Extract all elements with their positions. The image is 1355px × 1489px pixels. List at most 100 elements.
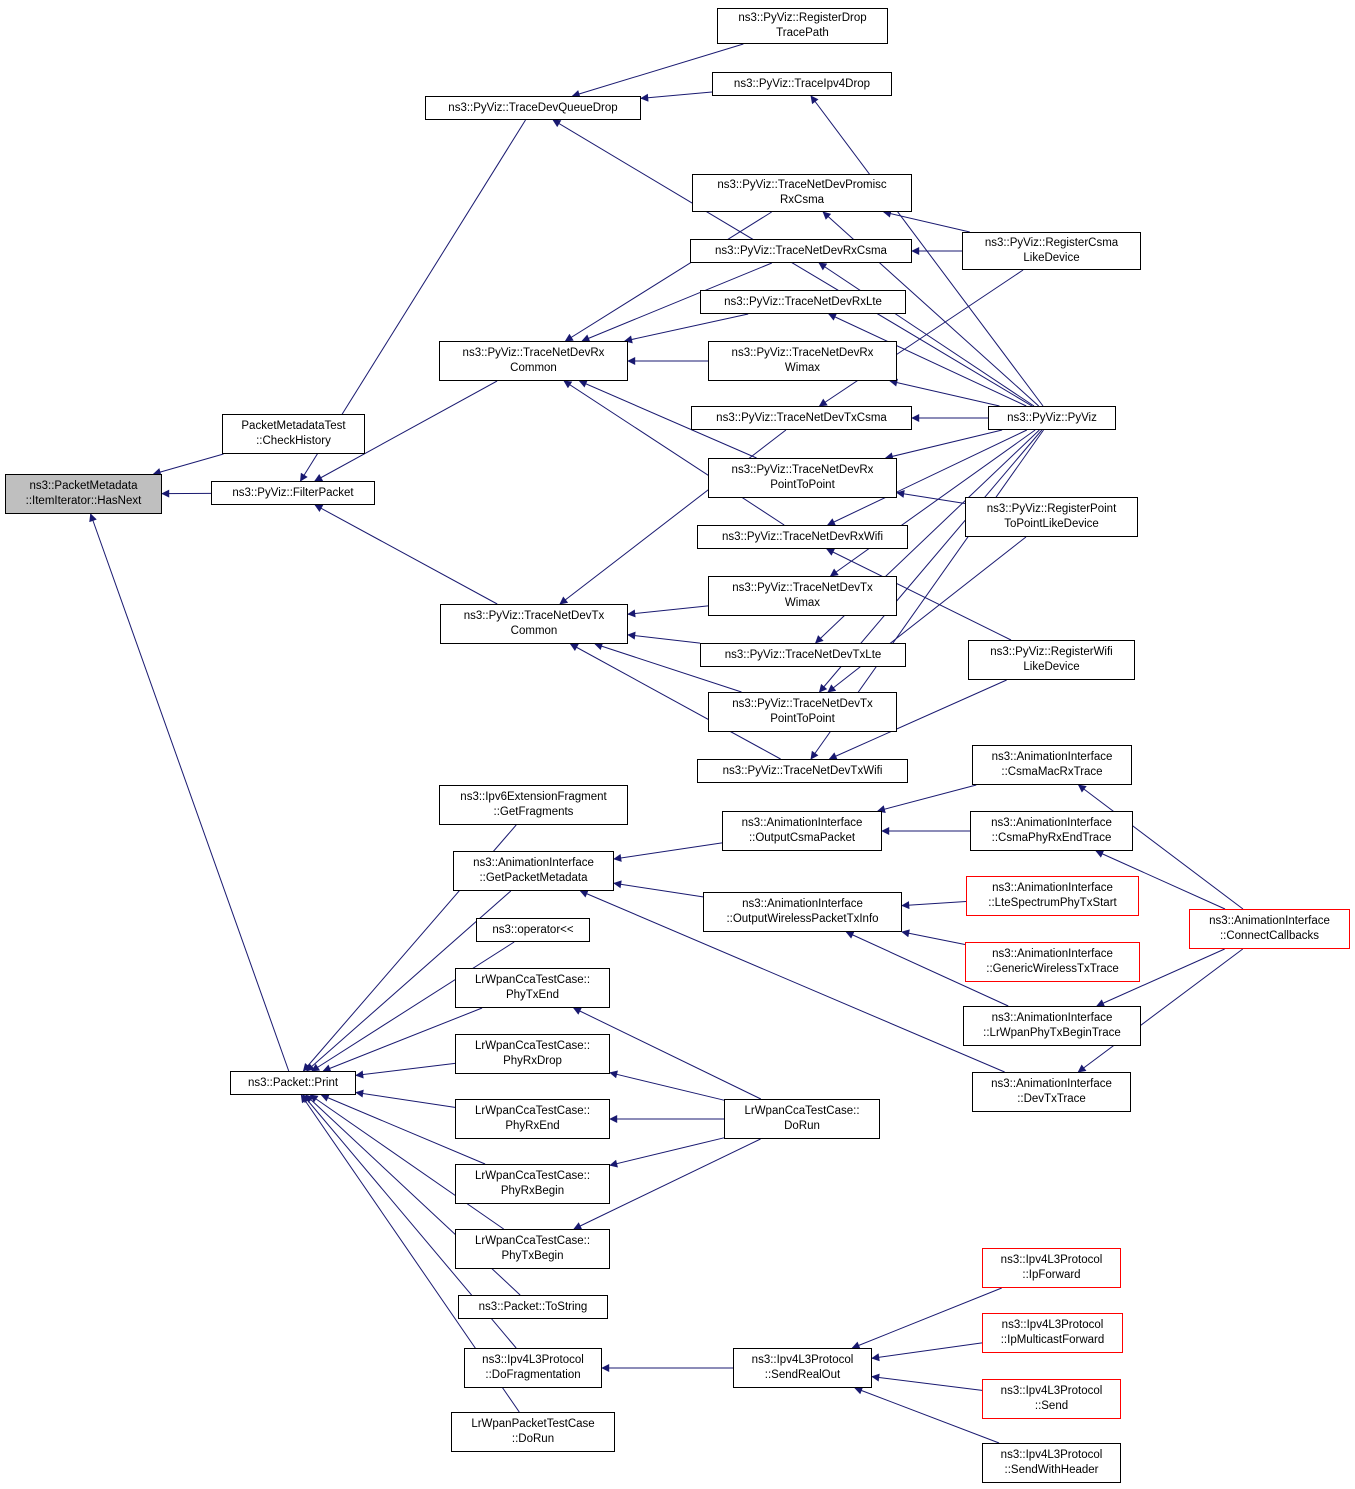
node-aocp[interactable]: ns3::AnimationInterface::OutputCsmaPacke… [722, 811, 882, 851]
edge-rcsma-to-tprc [882, 209, 970, 233]
edge-trxlte-to-rxc [624, 313, 749, 344]
node-ttxlte[interactable]: ns3::PyViz::TraceNetDevTxLte [700, 643, 906, 667]
node-trxcs[interactable]: ns3::PyViz::TraceNetDevRxCsma [690, 239, 912, 263]
node-label-line: ::ItemIterator::HasNext [25, 495, 142, 507]
edge-aowp-to-agpm [613, 880, 704, 898]
node-label-line: ns3::PyViz::RegisterCsma [984, 237, 1119, 249]
node-ttxcs[interactable]: ns3::PyViz::TraceNetDevTxCsma [691, 406, 912, 430]
node-label-line: PointToPoint [770, 479, 835, 491]
edge-isend-to-srout [871, 1373, 983, 1391]
edge-agw-to-aowp [901, 929, 966, 945]
node-aowp[interactable]: ns3::AnimationInterface::OutputWirelessP… [703, 892, 902, 932]
node-acprx[interactable]: ns3::AnimationInterface::CsmaPhyRxEndTra… [970, 811, 1133, 851]
node-prxdrop[interactable]: LrWpanCcaTestCase::PhyRxDrop [455, 1034, 610, 1074]
edge-ccarun-to-prxdrop [609, 1070, 725, 1101]
node-lwptc[interactable]: LrWpanPacketTestCase::DoRun [451, 1412, 615, 1452]
edge-ipf-to-srout [851, 1287, 1002, 1350]
node-trxlte[interactable]: ns3::PyViz::TraceNetDevRxLte [700, 290, 906, 314]
node-dfrag[interactable]: ns3::Ipv4L3Protocol::DoFragmentation [464, 1348, 602, 1388]
node-tdqd[interactable]: ns3::PyViz::TraceDevQueueDrop [425, 96, 641, 120]
node-label-line: ns3::PyViz::RegisterDrop [738, 12, 867, 24]
node-i6gf[interactable]: ns3::Ipv6ExtensionFragment::GetFragments [439, 785, 628, 825]
node-pts[interactable]: ns3::Packet::ToString [458, 1295, 608, 1319]
node-ttxwf[interactable]: ns3::PyViz::TraceNetDevTxWifi [697, 759, 908, 783]
node-fp[interactable]: ns3::PyViz::FilterPacket [211, 481, 375, 505]
node-ccarun[interactable]: LrWpanCcaTestCase::DoRun [724, 1099, 880, 1139]
node-prxbeg[interactable]: LrWpanCcaTestCase::PhyRxBegin [455, 1164, 610, 1204]
node-label-line: ns3::AnimationInterface [1209, 915, 1330, 927]
node-iswh[interactable]: ns3::Ipv4L3Protocol::SendWithHeader [982, 1443, 1121, 1483]
node-pp[interactable]: ns3::Packet::Print [230, 1071, 356, 1095]
node-acmrx[interactable]: ns3::AnimationInterface::CsmaMacRxTrace [972, 745, 1132, 785]
edge-prxend-to-pp [355, 1089, 456, 1108]
node-label-line: ns3::PyViz::TraceNetDevRx [731, 464, 874, 476]
node-pyviz[interactable]: ns3::PyViz::PyViz [988, 406, 1116, 430]
node-label-line: ::GenericWirelessTxTrace [986, 963, 1119, 975]
node-ti4d[interactable]: ns3::PyViz::TraceIpv4Drop [712, 72, 892, 96]
node-ptxbeg[interactable]: LrWpanCcaTestCase::PhyTxBegin [455, 1229, 610, 1269]
edge-trxcs-to-rxc [581, 262, 773, 342]
node-label-line: ::IpMulticastForward [1000, 1334, 1105, 1346]
edge-ccarun-to-prxbeg [609, 1137, 725, 1168]
edge-ccarun-to-ptxbeg [573, 1138, 761, 1230]
node-pmt[interactable]: PacketMetadataTest::CheckHistory [222, 414, 365, 454]
node-srout[interactable]: ns3::Ipv4L3Protocol::SendRealOut [733, 1348, 872, 1388]
node-adtx[interactable]: ns3::AnimationInterface::DevTxTrace [972, 1072, 1131, 1112]
node-label-line: LikeDevice [1023, 252, 1080, 264]
node-label-line: PhyTxBegin [501, 1250, 564, 1262]
node-label-line: TracePath [776, 27, 829, 39]
node-label-line: ns3::PyViz::TraceNetDevRxCsma [715, 244, 887, 257]
node-acc[interactable]: ns3::AnimationInterface::ConnectCallback… [1189, 909, 1350, 949]
node-label-line: ::GetPacketMetadata [479, 872, 588, 884]
node-ipmf[interactable]: ns3::Ipv4L3Protocol::IpMulticastForward [982, 1313, 1123, 1353]
node-label-line: ::LrWpanPhyTxBeginTrace [983, 1027, 1121, 1039]
node-trxwf[interactable]: ns3::PyViz::TraceNetDevRxWifi [697, 525, 908, 549]
node-op[interactable]: ns3::operator<< [476, 918, 590, 942]
node-label-line: Wimax [784, 597, 821, 609]
node-label-line: Common [510, 625, 558, 637]
node-label-line: ns3::AnimationInterface [742, 898, 863, 910]
node-alte[interactable]: ns3::AnimationInterface::LteSpectrumPhyT… [966, 876, 1139, 916]
node-label-line: LrWpanCcaTestCase:: [474, 974, 591, 986]
node-ptxend[interactable]: LrWpanCcaTestCase::PhyTxEnd [455, 968, 610, 1008]
edge-rwifi-to-ttxwf [828, 679, 1007, 760]
node-label-line: ns3::PyViz::PyViz [1007, 411, 1097, 424]
node-label-line: PointToPoint [770, 713, 835, 725]
node-agw[interactable]: ns3::AnimationInterface::GenericWireless… [965, 942, 1140, 982]
node-root: ns3::PacketMetadata::ItemIterator::HasNe… [5, 474, 162, 514]
node-alrw[interactable]: ns3::AnimationInterface::LrWpanPhyTxBegi… [963, 1006, 1141, 1046]
node-ipf[interactable]: ns3::Ipv4L3Protocol::IpForward [982, 1248, 1121, 1288]
node-prxend[interactable]: LrWpanCcaTestCase::PhyRxEnd [455, 1099, 610, 1139]
node-agpm[interactable]: ns3::AnimationInterface::GetPacketMetada… [453, 851, 614, 891]
edge-pmt-to-root [152, 453, 224, 476]
node-label-line: LrWpanCcaTestCase:: [744, 1105, 860, 1117]
node-label-line: ns3::Ipv4L3Protocol [751, 1354, 854, 1366]
edge-adtx-to-agpm [579, 890, 1005, 1073]
node-label-line: ns3::Packet::Print [247, 1076, 339, 1089]
edge-ccarun-to-ptxend [572, 1007, 762, 1100]
edge-pyviz-to-trxwx [889, 378, 1000, 407]
edge-rp2p-to-trxp2p [896, 489, 966, 504]
node-label-line: ::CheckHistory [256, 435, 331, 447]
node-label-line: ns3::Packet::ToString [478, 1300, 588, 1313]
node-label-line: Common [510, 362, 557, 374]
edge-tprc-to-rxc [564, 211, 772, 342]
node-isend[interactable]: ns3::Ipv4L3Protocol::Send [982, 1379, 1121, 1419]
node-label-line: PhyRxEnd [505, 1120, 560, 1132]
edge-acc-to-adtx [1077, 948, 1244, 1073]
node-label-line: LrWpanCcaTestCase:: [474, 1105, 591, 1117]
edge-op-to-pp [311, 941, 515, 1072]
node-label-line: ::CsmaPhyRxEndTrace [991, 832, 1112, 844]
node-label-line: PhyRxDrop [503, 1055, 562, 1067]
